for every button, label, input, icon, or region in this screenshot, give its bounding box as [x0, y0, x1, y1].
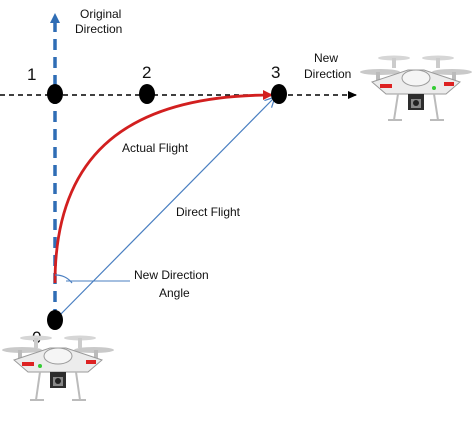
waypoint-1-label: 1 [27, 65, 36, 84]
waypoint-0-marker [47, 310, 63, 330]
new-direction-label-line2: Direction [304, 67, 351, 81]
direct-flight-line [54, 97, 275, 321]
new-direction-label-line1: New [314, 51, 338, 65]
new-direction-angle-label-line1: New Direction [134, 268, 209, 282]
actual-flight-label: Actual Flight [122, 141, 189, 155]
waypoint-3-marker [271, 84, 287, 104]
waypoint-1-marker [47, 84, 63, 104]
waypoint-2-marker [139, 84, 155, 104]
new-direction-angle-arc [54, 274, 73, 284]
waypoint-3-label: 3 [271, 63, 280, 82]
waypoint-2-label: 2 [142, 63, 151, 82]
new-direction-angle-label-line2: Angle [159, 286, 190, 300]
direct-flight-label: Direct Flight [176, 205, 241, 219]
drone-icon-top-right [360, 55, 472, 121]
actual-flight-curve [53, 90, 273, 284]
original-direction-label-line2: Direction [75, 22, 122, 36]
original-direction-label-line1: Original [80, 7, 121, 21]
drone-icon-bottom-left [2, 335, 114, 401]
